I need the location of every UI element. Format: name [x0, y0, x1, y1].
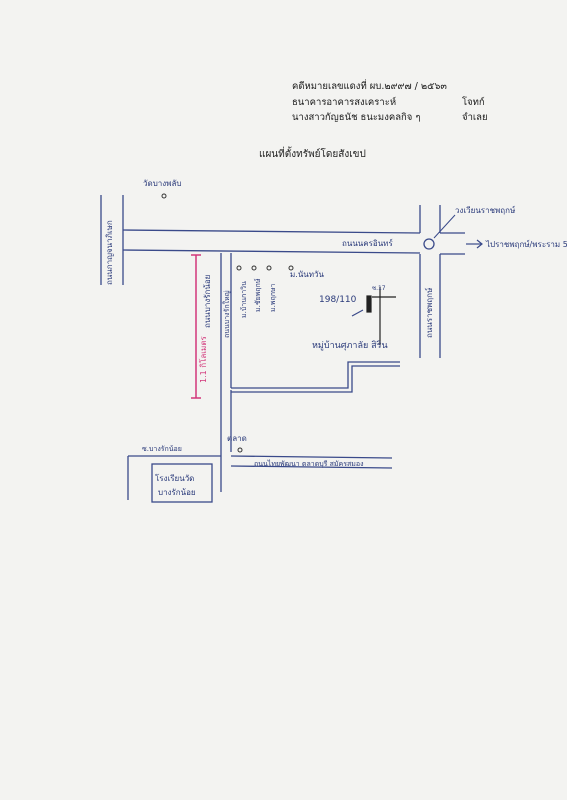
- village-1-label: ม.บ้านกาวิน: [240, 281, 248, 318]
- school-line-1: โรงเรียนวัด: [155, 473, 194, 483]
- road-bottom-a: [230, 455, 393, 459]
- distance-marker: [191, 254, 201, 399]
- road-top-edge-a: [122, 229, 421, 234]
- plaintiff-role: โจทก์: [462, 97, 485, 108]
- market-dot: [237, 447, 243, 453]
- roundabout-icon: [423, 238, 435, 250]
- roundabout-leader: [433, 214, 456, 239]
- village-road-a: [231, 361, 400, 389]
- school-line-2: บางรักน้อย: [158, 488, 196, 497]
- road-bottom-b: [230, 465, 393, 469]
- village-road-b: [231, 365, 400, 393]
- target-house-icon: [351, 287, 396, 345]
- side-soi-label: ซ.บางรักน้อย: [142, 445, 182, 453]
- distance-label: 1.1 กิโลเมตร: [198, 335, 208, 383]
- village-4-dot: [288, 265, 294, 271]
- roundabout-label: วงเวียนราชพฤกษ์: [455, 205, 515, 215]
- road-top-label: ถนนนครอินทร์: [342, 238, 393, 248]
- arrow-right-icon: [466, 239, 483, 249]
- road-left-label: ถนนกาญจนาภิเษก: [105, 220, 114, 285]
- map-title: แผนที่ตั้งทรัพย์โดยสังเขป: [259, 149, 366, 160]
- temple-label: วัดบางพลับ: [143, 179, 181, 188]
- target-house-number: 198/110: [319, 295, 357, 305]
- target-village-label: หมู่บ้านศุภาลัย สิริน: [312, 340, 388, 351]
- defendant-name: นางสาวกัญธนัช ธนะมงคลกิจ ๆ: [292, 112, 421, 123]
- village-1-dot: [236, 265, 242, 271]
- village-4-label: ม.นันทวัน: [290, 270, 325, 279]
- case-number: คดีหมายเลขแดงที่ ผบ.๒๙๙๗ / ๒๕๖๓: [292, 81, 447, 92]
- plaintiff-name: ธนาคารอาคารสงเคราะห์: [292, 97, 397, 108]
- school-box: [151, 463, 213, 503]
- village-3-dot: [266, 265, 272, 271]
- soi-vertical-label: ถนนบางรักน้อย: [203, 275, 212, 328]
- market-label: ตลาด: [227, 434, 247, 443]
- village-2-dot: [251, 265, 257, 271]
- road-bottom-label: ถนนไทยพัฒนา ตลาดบุรี สมัครสมอง: [254, 459, 364, 468]
- temple-dot: [161, 193, 167, 199]
- road-lines: [100, 195, 465, 503]
- arrow-label: ไปราชพฤกษ์/พระราม 5: [485, 239, 567, 249]
- target-mark-label: ซ.17: [372, 285, 386, 292]
- village-3-label: ม.พฤกษา: [269, 283, 277, 312]
- road-top-edge-b: [122, 249, 421, 254]
- landmark-dots: [161, 193, 294, 453]
- road-right-label: ถนนราชพฤกษ์: [424, 288, 434, 338]
- defendant-role: จำเลย: [462, 112, 488, 123]
- village-2-label: ม.ชัยพฤกษ์: [254, 278, 262, 312]
- soi-vertical-label-2: ถนนบางรักใหญ่: [222, 290, 231, 338]
